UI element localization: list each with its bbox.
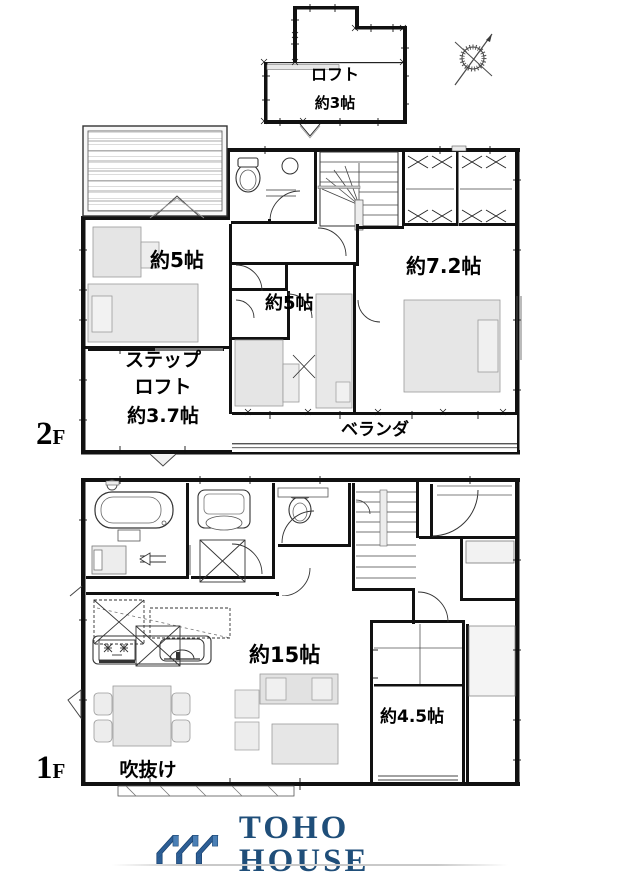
- 1f-washroom: [189, 483, 275, 583]
- japanese-room-area-label: 約4.5帖: [380, 707, 445, 727]
- bedroom-center-area-label: 約5帖: [265, 293, 314, 314]
- 2f-bedroom-east-furniture: [403, 299, 501, 393]
- 1f-terrace: [117, 785, 295, 797]
- 1f-entry-hall: [86, 478, 517, 782]
- 1f-toilet: [277, 483, 351, 545]
- atrium-label: 吹抜け: [119, 759, 177, 781]
- entrance-door: [419, 482, 515, 537]
- 2f-toilet: [231, 152, 317, 224]
- loft-label: ロフト: [310, 65, 360, 84]
- brand-logo: TOHO HOUSE: [0, 812, 620, 878]
- 1f-bathroom: [86, 479, 189, 579]
- kitchen-counter: [92, 635, 212, 665]
- living-furniture: [234, 673, 339, 765]
- bedroom-east-area-label: 約7.2帖: [406, 254, 482, 278]
- 2f-bedroom-center-furniture: [234, 293, 353, 409]
- roof-chevron-logo-icon: [156, 834, 219, 864]
- veranda-area: [232, 408, 517, 452]
- 1f-side-step: [67, 585, 83, 720]
- 2f-staircase: [317, 151, 399, 231]
- roof-canopy: [82, 125, 228, 219]
- 2f-interior-walls: [81, 224, 517, 415]
- dining-set: [93, 685, 191, 747]
- step-loft-label-line2: ロフト: [134, 376, 192, 398]
- brand-name: TOHO HOUSE: [238, 810, 370, 879]
- 1f-staircase: [355, 489, 416, 579]
- floor-2f-tag: 2F: [36, 416, 65, 453]
- sink-icon: [159, 638, 205, 662]
- floor-1f-plan: [67, 476, 521, 797]
- washbasin-icon: [197, 489, 251, 531]
- japanese-room: [366, 624, 521, 782]
- logo-underline: [112, 864, 508, 866]
- 2f-bedroom-west-furniture: [87, 226, 199, 343]
- 2f-closets: [402, 145, 515, 226]
- floor-1f-tag: 1F: [36, 750, 65, 787]
- loft-block: [260, 4, 409, 139]
- loft-area-label: 約3帖: [314, 94, 356, 112]
- living-dining-kitchen: [86, 596, 370, 780]
- bedroom-west-area-label: 約5帖: [150, 248, 204, 272]
- step-loft-label-line1: ステップ: [124, 349, 202, 371]
- floor-2f-plan: [79, 125, 522, 467]
- 2f-doors: [235, 227, 381, 323]
- 1f-exterior-walls: [81, 478, 520, 786]
- floor-2f-suffix: F: [52, 425, 66, 449]
- floor-1f-suffix: F: [52, 759, 66, 783]
- step-loft-room: [79, 346, 228, 467]
- toilet-fixture-icon: [235, 157, 261, 193]
- 2f-windows: [516, 296, 522, 360]
- floor-2f-number: 2: [36, 416, 53, 452]
- stove-burners-icon: [103, 643, 129, 656]
- veranda-label: ベランダ: [341, 420, 409, 440]
- bathtub-icon: [94, 491, 174, 529]
- step-loft-area-label: 約3.7帖: [127, 405, 199, 427]
- north-arrow-icon: [454, 33, 493, 86]
- 2f-wall-ticks: [79, 146, 521, 391]
- ldk-area-label: 約15帖: [249, 643, 321, 667]
- floor-1f-number: 1: [36, 750, 53, 786]
